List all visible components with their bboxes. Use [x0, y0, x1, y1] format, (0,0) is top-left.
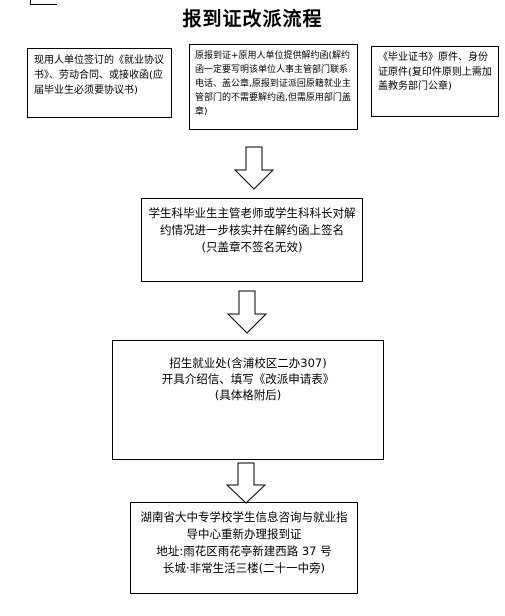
teacher-verify-text: 学生科毕业生主管老师或学生科科长对解约情况进一步核实并在解约函上签名 — [148, 206, 356, 237]
employment-office-box: 招生就业处(含浦校区二办307) 开具介绍信、填写《改派申请表》 (具体格附后) — [112, 340, 384, 460]
employment-agreement-text: 现用人单位签订的《就业协议书》、劳动合同、或接收函(应届毕业生必须要协议书) — [34, 55, 164, 96]
employment-agreement-box: 现用人单位签订的《就业协议书》、劳动合同、或接收函(应届毕业生必须要协议书) — [27, 48, 172, 118]
certificates-box: 《毕业证书》原件、身份证原件(复印件原则上需加盖教务部门公章) — [371, 46, 499, 117]
down-arrow-1 — [234, 146, 274, 190]
down-arrow-2 — [227, 290, 267, 334]
page-title: 报到证改派流程 — [182, 8, 323, 30]
teacher-verify-box: 学生科毕业生主管老师或学生科科长对解约情况进一步核实并在解约函上签名 (只盖章不… — [141, 198, 363, 282]
info-center-address: 地址:雨花区雨花亭新建西路 37 号 — [156, 544, 332, 558]
cancel-agreement-box: 原报到证+原用人单位提供解约函(解约函一定要写明该单位人事主管部门联系电话、盖公… — [189, 44, 358, 130]
teacher-verify-note: (只盖章不签名无效) — [201, 240, 303, 254]
info-center-building: 长城·非常生活三楼(二十一中旁) — [162, 561, 326, 575]
info-center-box: 湖南省大中专学校学生信息咨询与就业指导中心重新办理报到证 地址:雨花区雨花亭新建… — [130, 502, 358, 594]
corner-mark — [30, 0, 57, 5]
employment-office-note: (具体格附后) — [214, 388, 282, 402]
employment-office-location: 招生就业处(含浦校区二办307) — [169, 356, 327, 370]
info-center-title: 湖南省大中专学校学生信息咨询与就业指导中心重新办理报到证 — [140, 510, 348, 541]
certificates-text: 《毕业证书》原件、身份证原件(复印件原则上需加盖教务部门公章) — [378, 52, 492, 92]
cancel-agreement-text: 原报到证+原用人单位提供解约函(解约函一定要写明该单位人事主管部门联系电话、盖公… — [195, 51, 351, 117]
employment-office-action: 开具介绍信、填写《改派申请表》 — [161, 372, 335, 386]
down-arrow-3 — [226, 462, 266, 504]
